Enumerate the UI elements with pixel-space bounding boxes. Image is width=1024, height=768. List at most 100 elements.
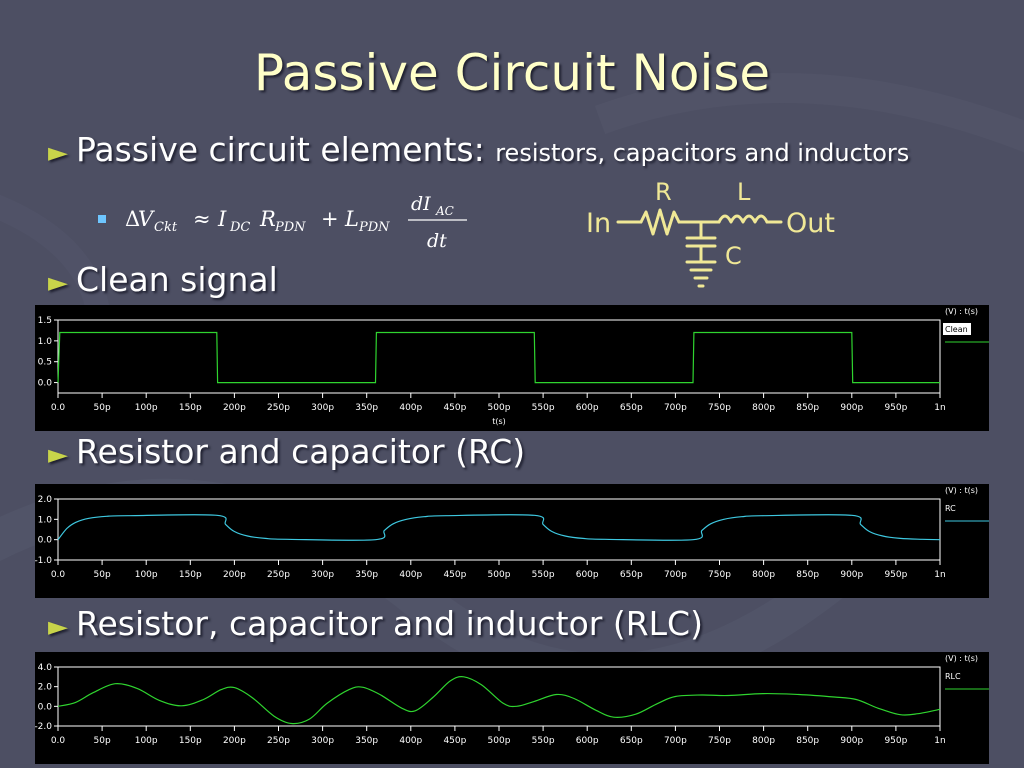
x-tick-label: 650p — [620, 570, 643, 580]
y-tick-label: -1.0 — [35, 556, 52, 566]
x-tick-label: 650p — [620, 403, 643, 413]
x-tick-label: 200p — [223, 736, 246, 746]
series-line — [57, 514, 941, 541]
y-tick-label: -2.0 — [35, 722, 52, 732]
x-tick-label: 50p — [94, 570, 111, 580]
formula-i: I — [217, 207, 227, 231]
plot-header: (V) : t(s) — [945, 307, 978, 316]
formula-pdn-2: PDN — [358, 220, 390, 235]
circuit-out-label: Out — [786, 208, 835, 239]
x-tick-label: 600p — [576, 736, 599, 746]
slide-title: Passive Circuit Noise — [253, 44, 771, 102]
formula-r: R — [259, 207, 276, 231]
plot-frame — [57, 498, 941, 561]
y-tick-label: 0.0 — [38, 379, 53, 389]
sub-bullet-square-icon — [98, 215, 106, 223]
x-tick-label: 250p — [267, 736, 290, 746]
x-tick-label: 950p — [884, 570, 907, 580]
x-tick-label: 500p — [488, 403, 511, 413]
x-tick-label: 550p — [532, 403, 555, 413]
x-tick-label: 700p — [664, 403, 687, 413]
x-tick-label: 150p — [179, 736, 202, 746]
bullet-text: Resistor and capacitor (RC) — [76, 432, 526, 471]
x-tick-label: 200p — [223, 570, 246, 580]
plot-frame — [57, 319, 941, 394]
x-tick-label: 1n — [934, 736, 945, 746]
y-tick-label: 1.0 — [38, 515, 53, 525]
x-tick-label: 550p — [532, 736, 555, 746]
x-tick-label: 850p — [796, 570, 819, 580]
x-tick-label: 450p — [443, 736, 466, 746]
legend-highlight — [943, 323, 971, 335]
circuit-in-label: In — [586, 208, 611, 239]
y-tick-label: 0.5 — [38, 358, 52, 368]
x-tick-label: 600p — [576, 403, 599, 413]
formula-plus: + — [321, 207, 339, 231]
circuit-r-label: R — [655, 178, 672, 206]
x-tick-label: 450p — [443, 403, 466, 413]
bullet-text: Clean signal — [76, 260, 278, 299]
x-tick-label: 350p — [355, 403, 378, 413]
x-tick-label: 650p — [620, 736, 643, 746]
x-tick-label: 300p — [311, 570, 334, 580]
bullet-rlc: ► Resistor, capacitor and inductor (RLC) — [48, 604, 703, 643]
bullet-rc: ►Resistor and capacitor (RC) — [48, 432, 525, 471]
x-tick-label: 400p — [399, 403, 422, 413]
y-tick-label: 4.0 — [38, 663, 53, 673]
x-tick-label: 700p — [664, 570, 687, 580]
bullet-main-text: Passive circuit elements: — [76, 130, 485, 169]
bullet-arrow-icon: ► — [48, 612, 68, 642]
y-tick-label: 2.0 — [38, 495, 53, 505]
x-tick-label: 350p — [355, 570, 378, 580]
x-tick-label: 300p — [311, 403, 334, 413]
legend-label[interactable]: RC — [945, 504, 956, 513]
x-tick-label: 300p — [311, 736, 334, 746]
plot-frame — [57, 666, 941, 727]
x-tick-label: 1n — [934, 403, 945, 413]
formula-approx: ≈ — [193, 207, 211, 231]
x-axis-label: t(s) — [492, 417, 506, 426]
x-tick-label: 950p — [884, 736, 907, 746]
x-tick-label: 100p — [135, 403, 158, 413]
x-tick-label: 150p — [179, 570, 202, 580]
x-tick-label: 250p — [267, 570, 290, 580]
legend-label[interactable]: Clean — [945, 325, 968, 334]
x-tick-label: 500p — [488, 736, 511, 746]
x-tick-label: 400p — [399, 570, 422, 580]
y-tick-label: 1.0 — [38, 337, 53, 347]
formula-dc: DC — [229, 220, 250, 235]
bullet-arrow-icon: ► — [48, 268, 68, 298]
legend-label[interactable]: RLC — [945, 672, 961, 681]
x-tick-label: 750p — [708, 736, 731, 746]
formula-v: V — [138, 207, 155, 231]
x-tick-label: 50p — [94, 736, 111, 746]
formula-denominator: dt — [427, 230, 447, 252]
formula: Δ V Ckt ≈ I DC R PDN + L PDN dI AC dt — [125, 193, 467, 252]
y-tick-label: 0.0 — [38, 702, 53, 712]
x-tick-label: 850p — [796, 736, 819, 746]
bullet-arrow-icon: ► — [48, 138, 68, 168]
x-tick-label: 900p — [840, 403, 863, 413]
bullet-clean-signal: ► Clean signal — [48, 260, 278, 299]
x-tick-label: 750p — [708, 403, 731, 413]
x-tick-label: 50p — [94, 403, 111, 413]
x-tick-label: 0.0 — [51, 570, 66, 580]
formula-pdn-1: PDN — [274, 220, 306, 235]
inductor-symbol — [717, 214, 769, 224]
x-tick-label: 850p — [796, 403, 819, 413]
x-tick-label: 1n — [934, 570, 945, 580]
x-tick-label: 750p — [708, 570, 731, 580]
bullet-small-text: resistors, capacitors and inductors — [495, 139, 910, 167]
bullet-passive-elements: ► Passive circuit elements: resistors, ca… — [48, 130, 909, 169]
resistor-symbol — [639, 208, 681, 236]
circuit-c-label: C — [725, 242, 742, 270]
x-tick-label: 950p — [884, 403, 907, 413]
x-tick-label: 800p — [752, 736, 775, 746]
bullet-text: Resistor, capacitor and inductor (RLC) — [76, 604, 703, 643]
x-tick-label: 800p — [752, 403, 775, 413]
